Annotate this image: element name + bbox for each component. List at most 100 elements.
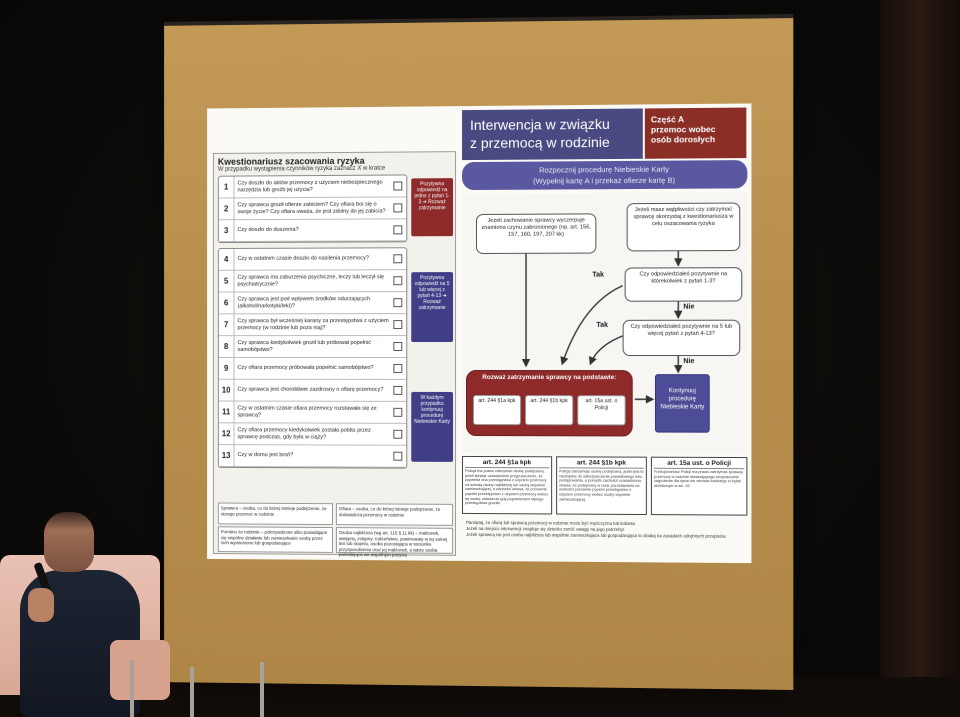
question-number: 7: [218, 314, 235, 336]
question-number: 9: [218, 357, 235, 379]
question-text: Czy w domu jest broń?: [237, 452, 294, 459]
question-number: 3: [218, 220, 235, 242]
title-line-2: z przemocą w rodzinie: [470, 133, 610, 152]
projection-screen: Kwestionariusz szacowania ryzyka W przyp…: [164, 14, 793, 690]
chair-legs: [110, 660, 290, 717]
checkbox-square[interactable]: [393, 363, 403, 373]
question-number: 5: [218, 270, 235, 292]
question-text: Czy sprawca jest chorobliwie zazdrosny o…: [237, 386, 384, 394]
checkbox-square[interactable]: [393, 407, 403, 417]
questionnaire-footnotes: Sprawca – osoba, co do której istnieje p…: [217, 502, 454, 557]
chair-leg: [260, 662, 264, 717]
procedure-banner: Rozpocznij procedurę Niebieskie Karty (W…: [462, 160, 748, 191]
part-line-2: przemoc wobec: [650, 123, 716, 135]
side-note-continue: W każdym przypadku kontynuuj procedurę N…: [411, 391, 454, 462]
question-text: Czy sprawca jest pod wpływem środków odu…: [237, 296, 371, 309]
detain-heading: Rozważ zatrzymanie sprawcy na podstawie:: [482, 374, 617, 382]
detain-option-15a: art. 15a ust. o Policji: [577, 395, 626, 426]
question-text: Czy sprawca kiedykolwiek groził lub prób…: [237, 340, 372, 353]
label-tak-2: Tak: [596, 321, 609, 329]
question-text: Czy doszło do aktów przemocy z użyciem n…: [237, 179, 383, 193]
label-nie-2: Nie: [683, 358, 695, 366]
intervention-flowchart: Interwencja w związku z przemocą w rodzi…: [462, 106, 747, 561]
law-box-244-1a: art. 244 §1a kpk Policja ma prawo zatrzy…: [462, 455, 553, 515]
node-doubt: Jeżeli masz wątpliwości czy zatrzymać sp…: [626, 202, 741, 252]
question-text: Czy sprawca groził ofierze zabiciem? Czy…: [237, 201, 386, 215]
checkbox-square[interactable]: [393, 429, 403, 439]
question-number: 11: [218, 401, 235, 423]
question-number: 1: [218, 176, 235, 198]
slide: Kwestionariusz szacowania ryzyka W przyp…: [207, 103, 751, 563]
question-number: 2: [218, 198, 235, 220]
flowchart-title: Interwencja w związku z przemocą w rodzi…: [462, 108, 643, 161]
detain-option-1a: art. 244 §1a kpk: [473, 394, 522, 426]
question-text: Czy ofiara przemocy kiedykolwiek została…: [237, 427, 371, 441]
presenter-hand: [28, 588, 54, 622]
footnote-osoba-najblizsza: Osoba najbliższa (wg art. 115 § 11 kk) –…: [335, 527, 454, 557]
checkbox-square[interactable]: [393, 385, 403, 395]
question-text: Czy sprawca ma zaburzenia psychiczne, le…: [237, 274, 385, 288]
presenter-head: [44, 512, 94, 572]
law-body-15a: Funkcjonariusz Policji ma prawo zatrzyma…: [653, 469, 744, 488]
screen-frame: [164, 14, 794, 26]
part-line-3: osób dorosłych: [650, 134, 716, 145]
question-text: Czy ofiara przemocy próbowała popełnić s…: [237, 365, 374, 372]
node-continue: Kontynuuj procedurę Niebieskie Karty: [654, 374, 710, 433]
law-box-15a: art. 15a ust. o Policji Funkcjonariusz P…: [650, 456, 748, 516]
chair-leg: [130, 660, 134, 717]
footnote-ofiara: Ofiara – osoba, co do której istnieje po…: [335, 503, 454, 526]
checkbox-square[interactable]: [393, 320, 403, 330]
chair-leg: [190, 667, 194, 717]
footnote-rodzina: Pomimo że rodzinie – pokrzywdzone albo p…: [217, 526, 333, 553]
law-head-15a: art. 15a ust. o Policji: [653, 459, 745, 470]
stage-curtain: [880, 0, 960, 717]
checkbox-square[interactable]: [393, 342, 403, 352]
banner-line-2: (Wypełnij kartę A i przekaż ofierze kart…: [533, 175, 676, 186]
checkbox-square[interactable]: [393, 451, 403, 461]
checkbox-square[interactable]: [393, 181, 403, 191]
flow-area: Jeżeli zachowanie sprawcy wyczerpuje zna…: [462, 192, 747, 453]
question-number: 8: [218, 336, 235, 357]
checkbox-square[interactable]: [393, 254, 403, 264]
risk-questionnaire: Kwestionariusz szacowania ryzyka W przyp…: [212, 151, 457, 557]
detain-option-1b: art. 244 §1b kpk: [525, 395, 574, 426]
checkbox-square[interactable]: [393, 203, 403, 213]
node-crime: Jeżeli zachowanie sprawcy wyczerpuje zna…: [475, 213, 597, 254]
label-nie-1: Nie: [683, 303, 695, 311]
node-detain: Rozważ zatrzymanie sprawcy na podstawie:…: [466, 369, 633, 437]
side-note-red: Pozytywna odpowiedź na jedno z pytań 1-3…: [411, 178, 454, 237]
side-note-blue: Pozytywna odpowiedź na 5 lub więcej z py…: [411, 272, 454, 343]
question-number: 10: [218, 379, 235, 401]
question-number: 12: [218, 423, 235, 445]
part-label: Część A przemoc wobec osób dorosłych: [644, 107, 747, 159]
node-question-4-13: Czy odpowiedziałeś pozytywnie na 5 lub w…: [622, 319, 741, 357]
questionnaire-subtitle: W przypadku wystąpienia czynników ryzyka…: [217, 165, 386, 173]
checkbox-square[interactable]: [393, 276, 403, 286]
law-head-244-1a: art. 244 §1a kpk: [465, 458, 550, 469]
question-text: Czy w ostatnim czasie ofiara przemocy ro…: [237, 405, 377, 418]
title-line-1: Interwencja w związku: [470, 115, 610, 134]
question-text: Czy sprawca był wcześniej karany za prze…: [237, 318, 389, 331]
presenter: [0, 500, 170, 717]
footnote-sprawca: Sprawca – osoba, co do której istnieje p…: [217, 502, 333, 526]
flowchart-notes: Pamiętaj, że ofiarą lub sprawcą przemocy…: [462, 518, 747, 560]
question-number: 4: [218, 248, 235, 270]
checkbox-square[interactable]: [393, 225, 403, 235]
checkbox-square[interactable]: [393, 298, 403, 308]
label-tak-1: Tak: [592, 271, 604, 279]
question-number: 6: [218, 292, 235, 314]
law-body-244-1b: Policja zatrzymuje osobę podejrzaną, jeż…: [559, 469, 644, 502]
